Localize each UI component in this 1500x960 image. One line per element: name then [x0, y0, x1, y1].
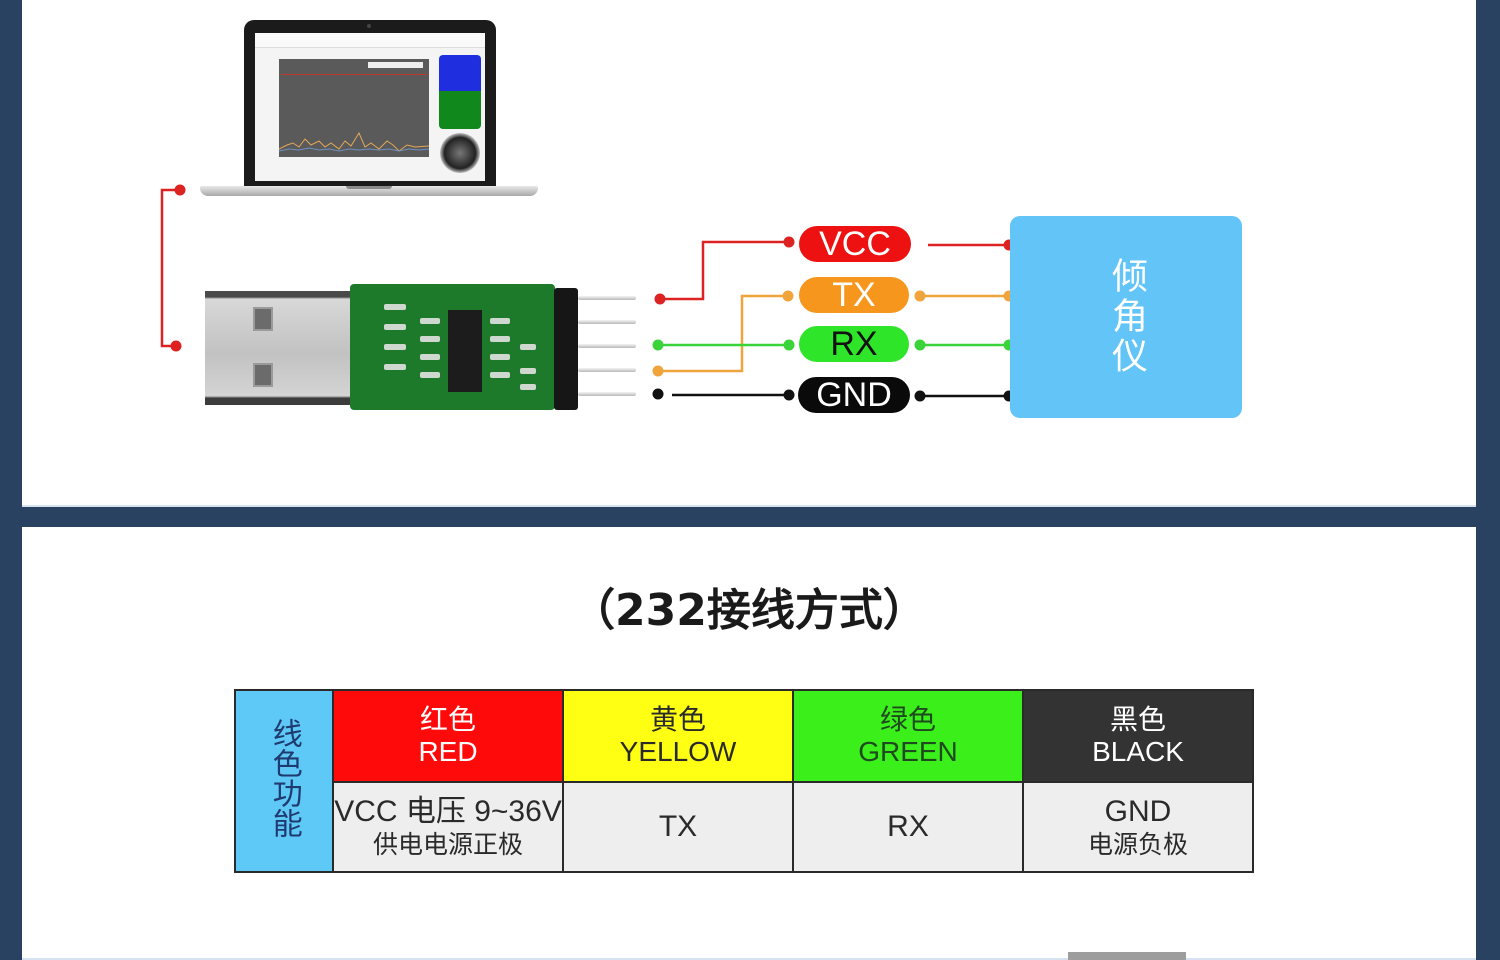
signal-label-text: RX	[830, 325, 878, 363]
pcb-pad	[490, 372, 510, 378]
signal-label-rx: RX	[799, 326, 909, 362]
laptop-usb-link-line	[160, 188, 180, 348]
rx-pin-dot	[652, 339, 664, 351]
software-chart-legend	[368, 62, 423, 68]
laptop-base	[200, 186, 538, 196]
color-name-cn: 绿色	[879, 703, 936, 735]
tx-label-dot-right	[914, 290, 926, 302]
header-pin	[578, 392, 636, 396]
color-cell-green: 绿色 GREEN	[792, 689, 1024, 783]
gnd-label-dot-right	[914, 390, 926, 402]
link-dot	[174, 184, 186, 196]
function-cell-vcc: VCC 电压 9~36V 供电电源正极	[332, 781, 564, 873]
pcb-pad	[420, 318, 440, 324]
function-cell-gnd: GND 电源负极	[1022, 781, 1254, 873]
pcb-pad	[490, 318, 510, 324]
pcb-pad	[520, 368, 536, 374]
pcb-pad	[384, 304, 406, 310]
usb-plug-hole	[253, 307, 273, 331]
software-chart-threshold-line	[281, 74, 427, 75]
wire-color-panel: （232接线方式） 线色功能 红色 RED 黄色 YELLOW 绿色 GREEN…	[22, 527, 1476, 960]
laptop-screen	[255, 33, 485, 181]
row-header-cell: 线色功能	[234, 689, 334, 873]
color-name-en: YELLOW	[619, 736, 737, 767]
usb-plug-hole	[253, 363, 273, 387]
signal-label-text: GND	[816, 376, 892, 414]
table-row-colors: 线色功能 红色 RED 黄色 YELLOW 绿色 GREEN 黑色 BLACK	[234, 689, 1254, 873]
link-dot	[170, 340, 182, 352]
software-chart-signal	[279, 131, 429, 152]
signal-label-text: VCC	[819, 225, 891, 263]
software-chart	[279, 59, 429, 157]
laptop-illustration	[244, 20, 496, 186]
laptop-notch	[346, 186, 392, 189]
tx-pin-dot	[652, 365, 664, 377]
header-pin	[578, 344, 636, 348]
vcc-label-dot	[783, 236, 795, 248]
rx-label-dot	[783, 339, 795, 351]
wire-color-table: 线色功能 红色 RED 黄色 YELLOW 绿色 GREEN 黑色 BLACK …	[234, 689, 1254, 873]
signal-label-tx: TX	[799, 277, 909, 313]
pcb-pad	[384, 324, 406, 330]
signal-label-vcc: VCC	[799, 226, 911, 262]
function-sub: 供电电源正极	[372, 831, 523, 860]
pcb-pad	[520, 384, 536, 390]
pcb-pad	[420, 354, 440, 360]
color-name-en: RED	[418, 736, 478, 767]
function-cell-rx: RX	[792, 781, 1024, 873]
signal-label-text: TX	[832, 276, 876, 314]
color-name-cn: 黄色	[649, 703, 706, 735]
color-cell-black: 黑色 BLACK	[1022, 689, 1254, 783]
pcb-pad	[520, 344, 536, 350]
vcc-wire-left	[660, 240, 788, 301]
color-name-cn: 红色	[419, 703, 476, 735]
pcb-pad	[384, 364, 406, 370]
software-compass-gauge	[440, 133, 480, 173]
device-label: 倾角仪	[1106, 257, 1147, 377]
color-name-en: GREEN	[858, 736, 958, 767]
gnd-pin-dot	[652, 388, 664, 400]
section-title: （232接线方式）	[571, 585, 927, 636]
function-main: VCC 电压 9~36V	[334, 794, 562, 828]
wiring-lines	[160, 184, 1015, 402]
function-main: TX	[658, 810, 698, 844]
software-menubar	[255, 33, 485, 48]
laptop-camera	[367, 24, 371, 28]
adapter-ic-chip	[448, 310, 482, 392]
adapter-pcb	[350, 284, 555, 410]
pcb-pad	[420, 372, 440, 378]
color-cell-yellow: 黄色 YELLOW	[562, 689, 794, 783]
usb-plug	[205, 291, 355, 405]
software-status-panel-green	[439, 91, 481, 129]
vcc-pin-dot	[654, 293, 666, 305]
table-row-functions: VCC 电压 9~36V 供电电源正极 TX RX GND 电源负极	[235, 781, 1254, 873]
pcb-pad	[384, 344, 406, 350]
pin-header	[554, 288, 578, 410]
pcb-pad	[420, 336, 440, 342]
color-name-cn: 黑色	[1109, 703, 1166, 735]
pcb-pad	[490, 336, 510, 342]
signal-label-gnd: GND	[798, 377, 910, 413]
rx-label-dot-right	[914, 339, 926, 351]
tx-wire-left	[658, 294, 787, 373]
color-name-en: BLACK	[1092, 736, 1184, 767]
header-pin	[578, 320, 636, 324]
next-section-edge	[1068, 952, 1186, 960]
function-sub: 电源负极	[1087, 831, 1188, 860]
pcb-pad	[490, 354, 510, 360]
function-main: RX	[887, 810, 929, 844]
tx-label-dot	[782, 290, 794, 302]
header-pin	[578, 296, 636, 300]
software-status-panel-blue	[439, 55, 481, 91]
inclinometer-device: 倾角仪	[1010, 216, 1242, 418]
header-pin	[578, 368, 636, 372]
gnd-label-dot	[783, 389, 795, 401]
row-header-label: 线色功能	[267, 717, 301, 838]
function-main: GND	[1104, 794, 1172, 828]
color-cell-red: 红色 RED	[332, 689, 564, 783]
function-cell-tx: TX	[562, 781, 794, 873]
